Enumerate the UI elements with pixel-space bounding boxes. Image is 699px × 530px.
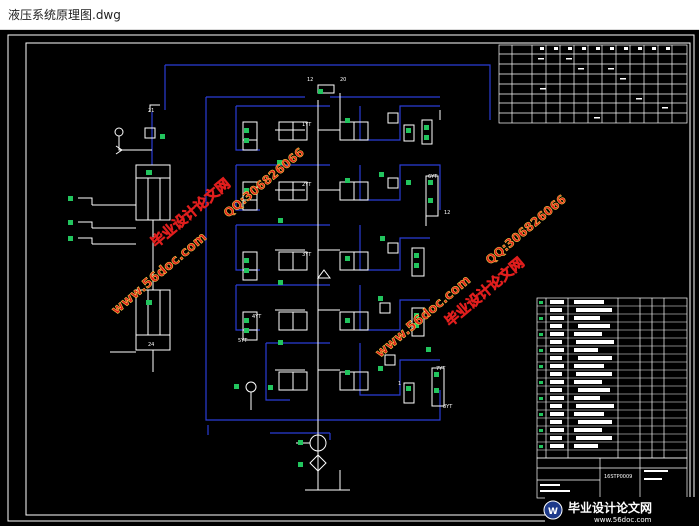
label-yt-2: 2YT: [302, 182, 312, 188]
svg-text:W: W: [548, 507, 558, 517]
brand-url: www.56doc.com: [594, 516, 652, 524]
label-yt-4: 4YT: [252, 314, 262, 320]
label-12-right: 12: [444, 210, 450, 216]
circuit-components: [78, 84, 445, 491]
label-21: 21: [148, 108, 154, 114]
brand-name: 毕业设计论文网: [568, 500, 652, 515]
brand-logo: W 毕业设计论文网 www.56doc.com: [543, 497, 695, 524]
pipe-network: [151, 64, 491, 440]
inner-frame: [25, 42, 691, 516]
label-yt-1: 1YT: [302, 122, 312, 128]
drawing-viewport[interactable]: 16STP0009: [0, 30, 699, 526]
label-yt-6: 6YT: [428, 174, 438, 180]
cad-drawing: 16STP0009: [7, 34, 695, 524]
parts-list-rows: [537, 305, 687, 451]
operation-table-marks: [538, 47, 670, 119]
parts-list-text-blocks: [550, 300, 614, 448]
label-24: 24: [148, 342, 154, 348]
label-yt-7: 7YT: [436, 366, 446, 372]
outer-frame: [7, 34, 695, 522]
label-yt-5: 5YT: [238, 338, 248, 344]
drawing-number: 16STP0009: [604, 474, 632, 480]
label-yt-3: 3YT: [302, 252, 312, 258]
status-markers: [68, 89, 439, 467]
label-1: 1: [398, 381, 401, 387]
label-20: 20: [340, 77, 346, 83]
label-yt-8: 8YT: [443, 404, 453, 410]
parts-list-markers: [539, 301, 543, 448]
watermark-2: QQ:306826066: [221, 145, 307, 220]
brand-logo-icon: [543, 500, 563, 520]
operation-table: [498, 44, 688, 124]
title-block-text: [540, 470, 668, 492]
watermark-group: 毕业设计论文网 QQ:306826066 www.56doc.com QQ:30…: [109, 145, 569, 362]
window-title-bar: 液压系统原理图.dwg: [0, 0, 699, 30]
window-title: 液压系统原理图.dwg: [8, 8, 121, 22]
label-12-top: 12: [307, 77, 313, 83]
watermark-4: QQ:306826066: [483, 192, 569, 267]
